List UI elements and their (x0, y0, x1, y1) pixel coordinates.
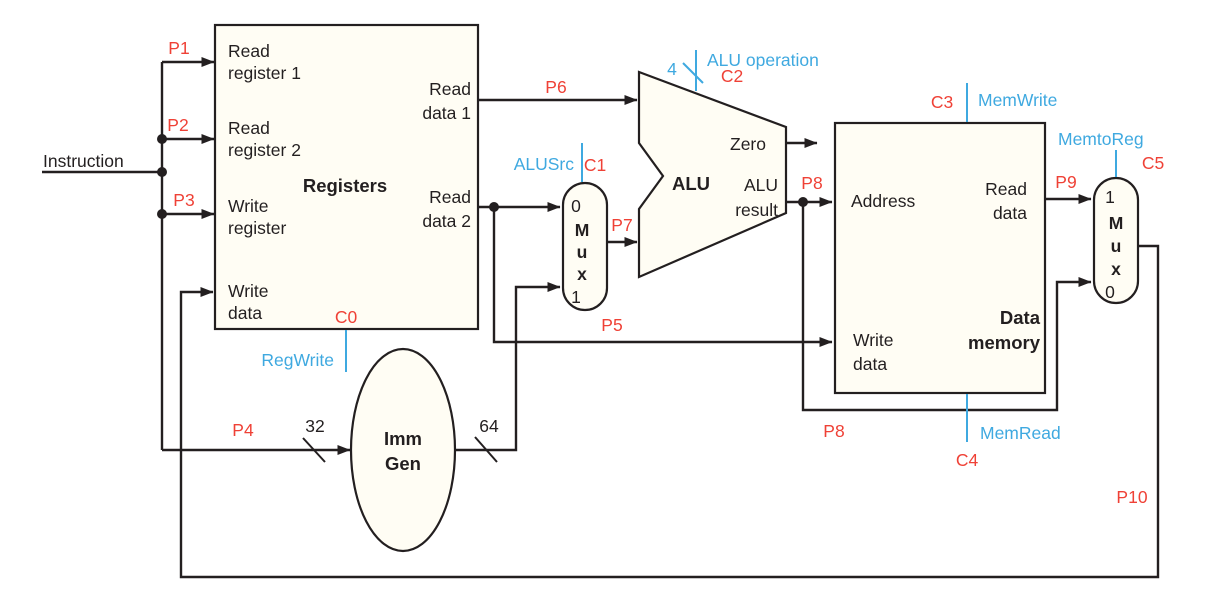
control-name-memread: MemRead (980, 423, 1061, 443)
port-memory-read-data-line2: data (993, 203, 1027, 223)
wire-label-p8-bypass: P8 (823, 421, 844, 441)
alusrc-mux (561, 181, 609, 312)
control-id-c5: C5 (1142, 153, 1164, 173)
wire-label-p6: P6 (545, 77, 566, 97)
bus-slash-64 (474, 436, 498, 463)
port-write-data-line2: data (228, 303, 262, 323)
wire-p5-memory-write-data (492, 207, 833, 347)
alu-title: ALU (672, 173, 710, 194)
port-memory-write-data-line1: Write (853, 330, 894, 350)
wire-p8-memory-bypass (801, 202, 1092, 412)
control-bus-width-4: 4 (667, 59, 677, 79)
wire-label-p8: P8 (801, 173, 822, 193)
alusrc-mux-letter-x: x (577, 264, 587, 284)
junction-dot (157, 167, 167, 177)
memtoreg-mux-input-1: 1 (1105, 187, 1115, 207)
bus-slash-4 (682, 62, 704, 84)
alusrc-mux-letter-m: M (575, 220, 590, 240)
junction-dot (157, 134, 167, 144)
control-id-c1: C1 (584, 155, 606, 175)
instruction-label: Instruction (43, 151, 124, 171)
port-write-register-line2: register (228, 218, 287, 238)
control-id-c3: C3 (931, 92, 953, 112)
memtoreg-mux-letter-m: M (1109, 213, 1124, 233)
bus-width-32: 32 (305, 416, 324, 436)
port-read-data-1-line2: data 1 (422, 103, 471, 123)
wire-label-p9: P9 (1055, 172, 1076, 192)
wire-label-p2: P2 (167, 115, 188, 135)
memtoreg-mux-input-0: 0 (1105, 282, 1115, 302)
junction-dot (157, 209, 167, 219)
data-memory-title-line1: Data (1000, 307, 1041, 328)
port-write-register-line1: Write (228, 196, 269, 216)
control-name-memtoreg: MemtoReg (1058, 129, 1144, 149)
imm-gen-ellipse (349, 347, 457, 553)
wire-label-p4: P4 (232, 420, 254, 440)
bus-width-64: 64 (479, 416, 499, 436)
imm-gen-title-line2: Gen (385, 453, 421, 474)
port-read-data-1-line1: Read (429, 79, 471, 99)
port-read-register-2-line1: Read (228, 118, 270, 138)
alusrc-mux-letter-u: u (577, 242, 588, 262)
alu-result-label-line1: ALU (744, 175, 778, 195)
control-id-c4: C4 (956, 450, 979, 470)
port-read-register-1-line1: Read (228, 41, 270, 61)
junction-dot (489, 202, 499, 212)
alusrc-mux-input-1: 1 (571, 287, 581, 307)
imm-gen-title-line1: Imm (384, 428, 422, 449)
data-memory-box (833, 121, 1047, 395)
port-address: Address (851, 191, 915, 211)
wire-label-p5: P5 (601, 315, 622, 335)
port-read-register-1-line2: register 1 (228, 63, 301, 83)
registers-box (213, 23, 480, 331)
wire-label-p7: P7 (611, 215, 632, 235)
port-memory-read-data-line1: Read (985, 179, 1027, 199)
alu-result-label-line2: result (735, 200, 778, 220)
alu-zero-label: Zero (730, 134, 766, 154)
memtoreg-mux (1092, 176, 1140, 305)
port-read-register-2-line2: register 2 (228, 140, 301, 160)
wire-p10-writeback (179, 244, 1160, 579)
port-read-data-2-line1: Read (429, 187, 471, 207)
bus-slash-32 (302, 437, 326, 463)
data-memory-title-line2: memory (968, 332, 1041, 353)
memtoreg-mux-letter-u: u (1111, 236, 1122, 256)
wire-label-p10: P10 (1116, 487, 1147, 507)
alusrc-mux-input-0: 0 (571, 196, 581, 216)
port-memory-write-data-line2: data (853, 354, 887, 374)
junction-dot (798, 197, 808, 207)
alu-shape (637, 70, 788, 279)
memtoreg-mux-letter-x: x (1111, 259, 1121, 279)
control-name-alusrc: ALUSrc (514, 154, 575, 174)
port-read-data-2-line2: data 2 (422, 211, 471, 231)
control-name-memwrite: MemWrite (978, 90, 1057, 110)
control-id-c0: C0 (335, 307, 358, 327)
control-id-c2: C2 (721, 66, 743, 86)
control-name-alu-operation: ALU operation (707, 50, 819, 70)
registers-title: Registers (303, 175, 387, 196)
wire-label-p3: P3 (173, 190, 194, 210)
port-write-data-line1: Write (228, 281, 269, 301)
wire-label-p1: P1 (168, 38, 189, 58)
control-name-regwrite: RegWrite (261, 350, 334, 370)
